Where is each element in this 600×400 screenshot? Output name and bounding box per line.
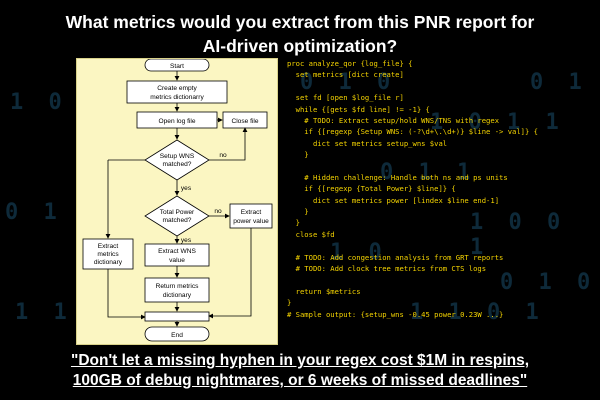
start-label: Start (170, 63, 184, 70)
code-block: proc analyze_qor {log_file} { set metric… (287, 58, 597, 343)
open-log-label: Open log file (158, 118, 195, 125)
code-line: if {[regexp {Total Power} $line]} { (287, 184, 456, 194)
extract-dict-node (82, 238, 134, 270)
end-label: End (171, 332, 183, 339)
code-line: } (287, 218, 300, 228)
extract-dict-label-1: Extract (98, 243, 119, 250)
page-title: What metrics would you extract from this… (20, 10, 580, 58)
code-line (287, 161, 597, 172)
code-line: return $metrics (287, 286, 361, 296)
setup-wns-decision (144, 139, 210, 181)
flowchart: Start Create empty metrics dictionarry O… (76, 58, 278, 345)
code-line (287, 274, 597, 285)
end-node (144, 326, 210, 342)
return-dict-label-2: dictionary (163, 292, 192, 299)
code-line: } (287, 207, 309, 217)
code-line: } (287, 298, 292, 308)
code-line: dict set metrics setup_wns $val (287, 138, 448, 148)
create-dict-label-2: metrics dictionarry (150, 94, 204, 101)
code-line: } (287, 150, 309, 160)
quote-line-2: 100GB of debug nightmares, or 6 weeks of… (72, 372, 528, 389)
no-label-2: no (214, 208, 222, 215)
flowchart-diagram: Start Create empty metrics dictionarry O… (82, 59, 273, 342)
code-line: proc analyze_qor {log_file} { (287, 59, 413, 68)
code-line: close $fd (287, 229, 335, 239)
code-line: while {[gets $fd line] != -1} { (287, 104, 430, 114)
quote-line-1: "Don't let a missing hyphen in your rege… (70, 352, 530, 369)
extract-power-node (229, 203, 273, 229)
yes-label-1: yes (181, 185, 192, 192)
extract-wns-label-1: Extract WNS (158, 248, 196, 255)
yes-label-2: yes (181, 237, 192, 244)
title-line-2: AI-driven optimization? (202, 36, 398, 56)
extract-power-label-1: Extract (241, 209, 262, 216)
no-label-1: no (219, 152, 227, 159)
setup-wns-label-1: Setup WNS (160, 153, 195, 160)
extract-dict-label-3: dictionary (94, 259, 123, 266)
code-line (287, 81, 597, 92)
code-line: # TODO: Add clock tree metrics from CTS … (287, 264, 487, 274)
return-dict-node (144, 277, 210, 303)
return-dict-label-1: Return metrics (156, 283, 200, 290)
code-line: dict set metrics power [lindex $line end… (287, 195, 500, 205)
setup-wns-label-2: matched? (163, 161, 192, 168)
close-file-label: Close file (231, 118, 258, 125)
code-line: set metrics [dict create] (287, 70, 404, 80)
total-power-decision (144, 195, 210, 237)
code-line: # TODO: Extract setup/hold WNS/TNS with … (287, 115, 500, 125)
total-power-label-1: Total Power (160, 209, 195, 216)
extract-wns-label-2: value (169, 257, 185, 264)
merge-bar (144, 311, 210, 322)
code-line: # Sample output: {setup_wns -0.45 power … (287, 309, 504, 319)
title-line-1: What metrics would you extract from this… (65, 12, 535, 32)
code-line: if {[regexp {Setup WNS: (-?\d+\.\d+)} $l… (287, 127, 538, 137)
extract-power-label-2: power value (233, 218, 269, 225)
code-line: # Hidden challenge: Handle both ns and p… (287, 172, 508, 182)
code-line: # TODO: Add congestion analysis from GRT… (287, 252, 504, 262)
total-power-label-2: matched? (163, 217, 192, 224)
bottom-quote: "Don't let a missing hyphen in your rege… (10, 351, 590, 391)
code-line: set fd [open $log_file r] (287, 93, 404, 103)
create-dict-label-1: Create empty (157, 85, 197, 92)
code-line (287, 240, 597, 251)
extract-dict-label-2: metrics (97, 251, 119, 258)
